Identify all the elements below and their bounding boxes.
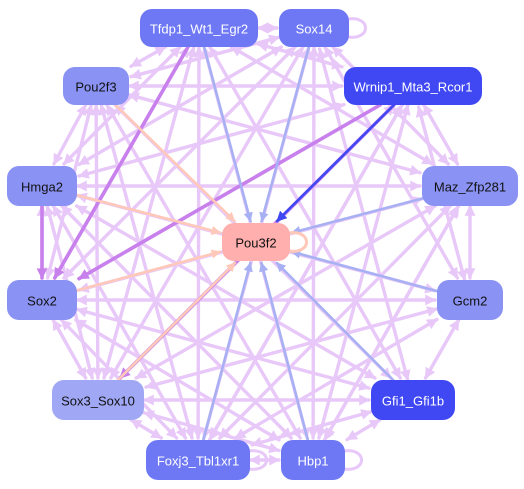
node-sox14[interactable]: Sox14 bbox=[279, 9, 349, 47]
node-foxj3[interactable]: Foxj3_Tbl1xr1 bbox=[146, 440, 250, 480]
node-label-sox14: Sox14 bbox=[296, 22, 333, 37]
edge-hbp1-pou3f2 bbox=[259, 261, 310, 442]
node-pou3f2[interactable]: Pou3f2 bbox=[222, 223, 290, 261]
node-hbp1[interactable]: Hbp1 bbox=[281, 440, 345, 480]
node-gfi1[interactable]: Gfi1_Gfi1b bbox=[371, 380, 455, 420]
edge-gcm2-pou3f2 bbox=[290, 249, 439, 293]
edge-pou2f3-hmga2 bbox=[52, 103, 88, 166]
node-label-hmga2: Hmga2 bbox=[21, 180, 63, 195]
node-box-gfi1 bbox=[371, 380, 455, 420]
node-box-wrnip1 bbox=[344, 67, 482, 105]
node-label-pou2f3: Pou2f3 bbox=[75, 80, 116, 95]
node-tfdp1[interactable]: Tfdp1_Wt1_Egr2 bbox=[140, 9, 258, 47]
edge-tfdp1-pou2f3 bbox=[129, 45, 168, 69]
node-box-sox14 bbox=[279, 9, 349, 47]
edge-sox14-pou3f2 bbox=[259, 45, 311, 223]
node-label-tfdp1: Tfdp1_Wt1_Egr2 bbox=[150, 22, 248, 37]
node-pou2f3[interactable]: Pou2f3 bbox=[63, 67, 129, 105]
node-box-sox2 bbox=[7, 280, 77, 320]
edge-sox3-pou3f2 bbox=[116, 261, 237, 382]
node-gcm2[interactable]: Gcm2 bbox=[437, 280, 503, 320]
node-box-sox3 bbox=[52, 380, 144, 420]
node-hmga2[interactable]: Hmga2 bbox=[7, 166, 77, 206]
edge-hmga2-pou3f2 bbox=[75, 193, 222, 235]
node-label-sox2: Sox2 bbox=[27, 294, 57, 309]
self-loop-hbp1 bbox=[338, 449, 363, 471]
edge-wrnip1-sox2 bbox=[77, 103, 382, 281]
edge-wrnip1-pou3f2 bbox=[275, 103, 396, 223]
self-loop-sox14 bbox=[342, 17, 367, 39]
node-label-gcm2: Gcm2 bbox=[453, 294, 488, 309]
edge-gfi1-hbp1 bbox=[345, 418, 382, 442]
edge-maz-pou3f2 bbox=[290, 197, 424, 235]
edge-sox3-foxj3 bbox=[129, 418, 164, 440]
node-box-pou3f2 bbox=[222, 223, 290, 261]
node-box-gcm2 bbox=[437, 280, 503, 320]
edge-gcm2-gfi1 bbox=[423, 318, 461, 380]
node-maz[interactable]: Maz_Zfp281 bbox=[422, 166, 518, 206]
node-sox3[interactable]: Sox3_Sox10 bbox=[52, 380, 144, 420]
edge-tfdp1-sox2 bbox=[52, 45, 190, 280]
node-label-foxj3: Foxj3_Tbl1xr1 bbox=[157, 454, 239, 469]
edge-gfi1-pou3f2 bbox=[275, 261, 395, 382]
edge-tfdp1-foxj3 bbox=[192, 45, 205, 440]
node-label-sox3: Sox3_Sox10 bbox=[61, 394, 135, 409]
node-box-hbp1 bbox=[281, 440, 345, 480]
node-box-hmga2 bbox=[7, 166, 77, 206]
node-label-maz: Maz_Zfp281 bbox=[434, 180, 506, 195]
self-loop-foxj3 bbox=[243, 449, 268, 471]
edge-foxj3-wrnip1 bbox=[207, 105, 403, 442]
node-label-gfi1: Gfi1_Gfi1b bbox=[382, 394, 444, 409]
node-box-tfdp1 bbox=[140, 9, 258, 47]
self-loops bbox=[243, 17, 367, 471]
node-box-pou2f3 bbox=[63, 67, 129, 105]
node-label-wrnip1: Wrnip1_Mta3_Rcor1 bbox=[354, 80, 473, 95]
node-wrnip1[interactable]: Wrnip1_Mta3_Rcor1 bbox=[344, 67, 482, 105]
node-label-pou3f2: Pou3f2 bbox=[235, 236, 276, 251]
edge-tfdp1-pou3f2 bbox=[202, 45, 253, 223]
edge-foxj3-pou3f2 bbox=[202, 261, 253, 442]
self-loop-pou3f2 bbox=[283, 231, 308, 253]
node-box-foxj3 bbox=[146, 440, 250, 480]
edge-sox2-pou3f2 bbox=[75, 249, 222, 292]
edge-pou2f3-pou3f2 bbox=[114, 103, 236, 223]
hub-edges bbox=[75, 45, 439, 442]
node-box-maz bbox=[422, 166, 518, 206]
node-label-hbp1: Hbp1 bbox=[297, 454, 328, 469]
node-sox2[interactable]: Sox2 bbox=[7, 280, 77, 320]
edge-sox14-hbp1 bbox=[307, 45, 320, 440]
